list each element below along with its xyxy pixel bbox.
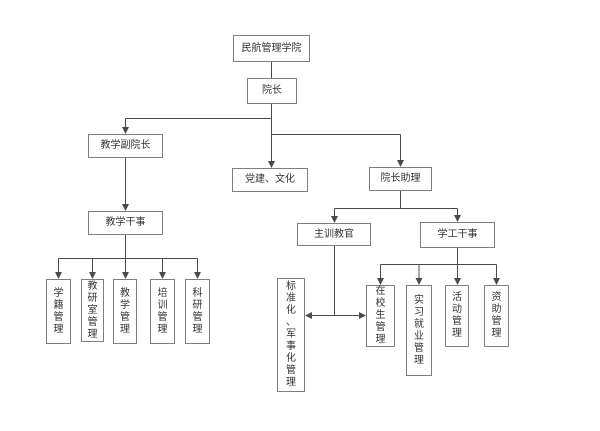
node-student-affairs-officer-label: 学工干事 <box>437 229 478 240</box>
node-college: 民航管理学院 <box>233 35 310 62</box>
node-teaching-officer: 教学干事 <box>88 211 163 235</box>
node-activity-mgmt: 活动管理 <box>445 285 469 347</box>
node-activity-mgmt-label: 活动管理 <box>452 292 462 339</box>
node-student-registry: 学籍管理 <box>46 279 71 344</box>
node-dean-label: 院长 <box>262 85 282 96</box>
node-teaching-research-office-label: 教研室管理 <box>87 280 98 340</box>
node-internship-employment: 实习就业管理 <box>406 285 432 376</box>
node-funding-mgmt-label: 资助管理 <box>491 292 502 339</box>
node-chief-instructor: 主训教官 <box>297 223 371 246</box>
node-enrolled-students-label: 在校生管理 <box>375 286 386 345</box>
node-teaching-mgmt-label: 教学管理 <box>120 287 130 335</box>
arrowheads <box>55 127 500 319</box>
node-research-mgmt: 科研管理 <box>185 279 210 344</box>
node-internship-employment-label: 实习就业管理 <box>414 294 424 366</box>
node-funding-mgmt: 资助管理 <box>484 285 509 347</box>
node-chief-instructor-label: 主训教官 <box>314 228 354 240</box>
node-student-affairs-officer: 学工干事 <box>420 222 495 248</box>
node-college-label: 民航管理学院 <box>241 42 302 54</box>
node-vice-dean: 教学副院长 <box>88 134 163 158</box>
node-standardization-military-label: 标准化、军事化管理 <box>286 281 296 388</box>
node-training-mgmt-label: 培训管理 <box>157 287 168 335</box>
node-dean-assistant: 院长助理 <box>369 167 432 191</box>
node-teaching-research-office: 教研室管理 <box>81 279 104 342</box>
node-party-culture-label: 党建、文化 <box>245 174 295 185</box>
node-enrolled-students: 在校生管理 <box>366 285 395 347</box>
node-dean-assistant-label: 院长助理 <box>380 173 421 184</box>
node-dean: 院长 <box>247 78 297 104</box>
node-research-mgmt-label: 科研管理 <box>192 287 203 335</box>
edge-lines <box>58 62 497 316</box>
node-teaching-officer-label: 教学干事 <box>105 217 146 228</box>
node-student-registry-label: 学籍管理 <box>53 287 64 335</box>
node-teaching-mgmt: 教学管理 <box>113 279 137 344</box>
node-vice-dean-label: 教学副院长 <box>100 140 151 151</box>
node-training-mgmt: 培训管理 <box>150 279 175 344</box>
node-party-culture: 党建、文化 <box>232 168 308 192</box>
node-standardization-military: 标准化、军事化管理 <box>277 278 305 392</box>
